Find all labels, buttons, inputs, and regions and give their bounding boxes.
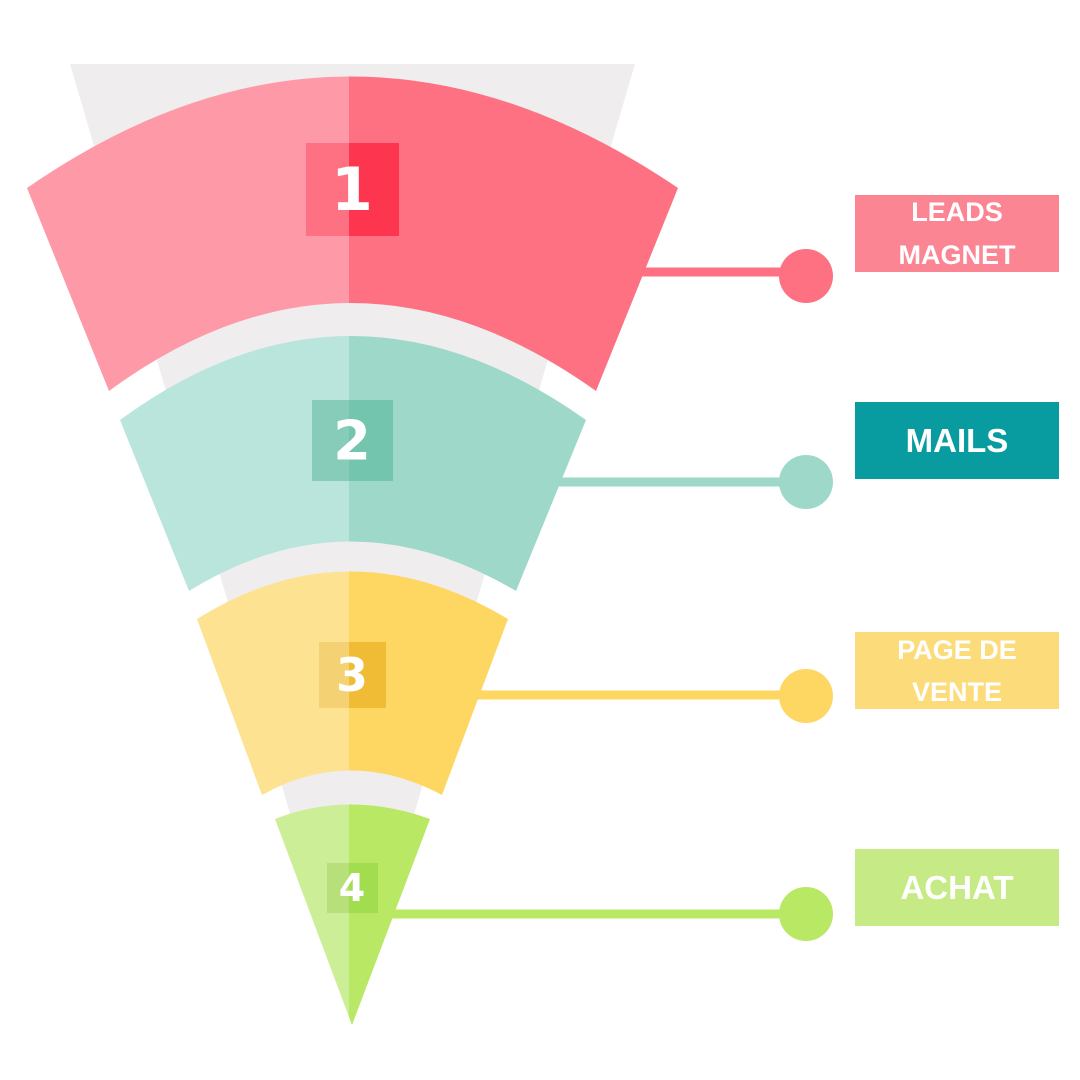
- funnel-stage-1: 1: [27, 76, 678, 391]
- funnel-stage-3: 3: [197, 571, 508, 795]
- stage-number-2: 2: [333, 410, 371, 473]
- stage-number-1: 1: [331, 155, 373, 225]
- connector-dot-3: [779, 669, 833, 723]
- connector-dot-4: [779, 887, 833, 941]
- stage-label-page-de-vente: PAGE DE VENTE: [855, 632, 1059, 709]
- connector-dot-1: [779, 249, 833, 303]
- funnel-stage-2: 2: [120, 336, 586, 591]
- stage-number-3: 3: [336, 648, 368, 702]
- stage-label-achat: ACHAT: [855, 849, 1059, 926]
- stage-label-mails: MAILS: [855, 402, 1059, 479]
- stage-label-leads-magnet: LEADS MAGNET: [855, 195, 1059, 272]
- funnel-stage-4: 4: [275, 804, 430, 1025]
- stage-number-4: 4: [339, 866, 365, 910]
- connector-dot-2: [779, 455, 833, 509]
